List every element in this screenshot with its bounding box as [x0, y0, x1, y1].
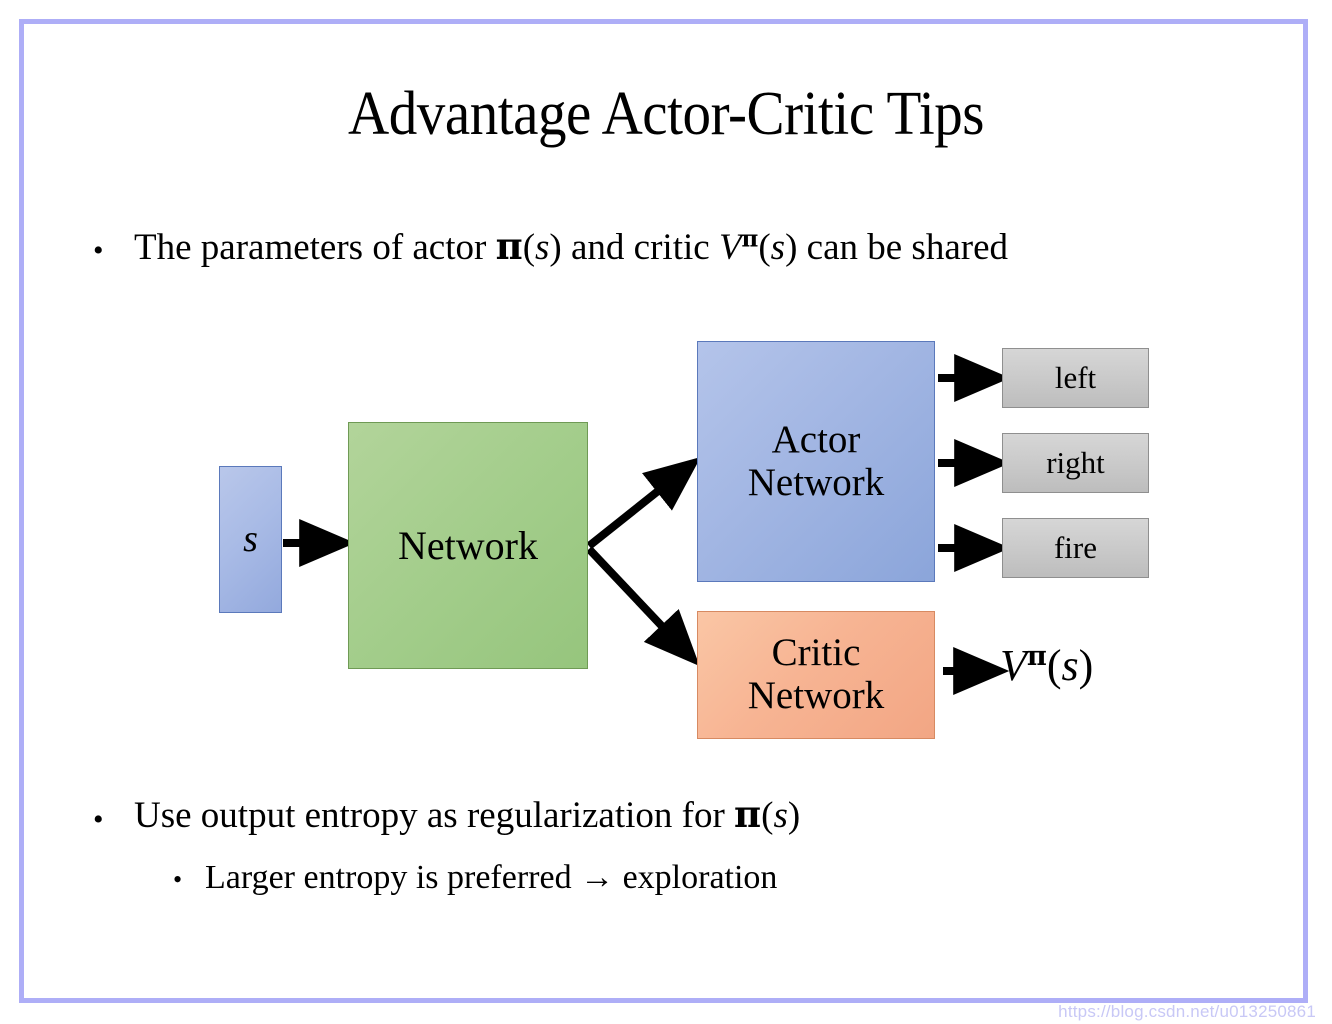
- watermark-text: https://blog.csdn.net/u013250861: [1058, 1002, 1316, 1021]
- bullet-1-tail: can be shared: [797, 227, 1008, 268]
- page-title: Advantage Actor-Critic Tips: [347, 80, 985, 148]
- bullet-2-lead: Use output entropy as regularization for: [134, 795, 735, 836]
- math-close-paren-2: ): [785, 227, 798, 268]
- math-s-1: s: [535, 227, 550, 268]
- math-close-paren-1: ): [549, 227, 562, 268]
- node-state[interactable]: s: [219, 466, 282, 613]
- node-actor-label-line1: Actor: [771, 417, 861, 461]
- math-open-paren-2: (: [758, 227, 771, 268]
- math-open-paren-1: (: [522, 227, 536, 268]
- bullet-1-lead: The parameters of actor: [134, 227, 496, 268]
- bullet-text-3: Larger entropy is preferred → exploratio…: [205, 859, 778, 896]
- bullet-marker-2: •: [93, 803, 104, 836]
- node-state-label: s: [243, 517, 258, 560]
- math-pi-1: π: [495, 224, 523, 268]
- node-action-fire-label: fire: [1053, 529, 1098, 565]
- node-action-right-label: right: [1046, 444, 1105, 480]
- math-open-paren-3: (: [1046, 641, 1062, 690]
- node-critic-label-line1: Critic: [771, 631, 861, 675]
- math-pi-superscript-1: π: [741, 225, 759, 253]
- node-shared-network[interactable]: Network: [348, 422, 588, 669]
- math-V-1: V: [718, 227, 742, 268]
- math-s-2: s: [770, 227, 786, 268]
- node-shared-network-label: Network: [398, 522, 538, 568]
- node-action-right[interactable]: right: [1002, 433, 1149, 493]
- math-close-paren-3: ): [1078, 641, 1094, 690]
- bullet-1-mid: and critic: [561, 227, 719, 268]
- node-critic-network[interactable]: Critic Network: [697, 611, 935, 739]
- bullet-text-1: The parameters of actor π(s) and critic …: [134, 222, 1264, 273]
- node-action-left[interactable]: left: [1002, 348, 1149, 408]
- node-action-fire[interactable]: fire: [1002, 518, 1149, 578]
- math-pi-3: π: [734, 792, 762, 836]
- node-action-left-label: left: [1054, 359, 1097, 395]
- math-V-2: V: [1000, 641, 1027, 690]
- bullet-marker-1: •: [93, 234, 104, 267]
- math-open-paren-4: (: [761, 795, 774, 836]
- arrow-network-to-critic: [586, 546, 700, 667]
- math-s-4: s: [773, 795, 788, 836]
- bullet-marker-3: •: [173, 865, 183, 894]
- node-actor-label-line2: Network: [747, 460, 885, 504]
- math-close-paren-4: ): [787, 795, 801, 836]
- value-function-output: Vπ(s): [1000, 640, 1093, 691]
- math-s-3: s: [1061, 641, 1079, 690]
- arrow-network-to-actor: [586, 457, 701, 550]
- math-pi-superscript-2: π: [1026, 640, 1047, 672]
- bullet-text-2: Use output entropy as regularization for…: [134, 790, 1134, 841]
- node-actor-network[interactable]: Actor Network: [697, 341, 935, 582]
- node-critic-label-line2: Network: [747, 674, 885, 717]
